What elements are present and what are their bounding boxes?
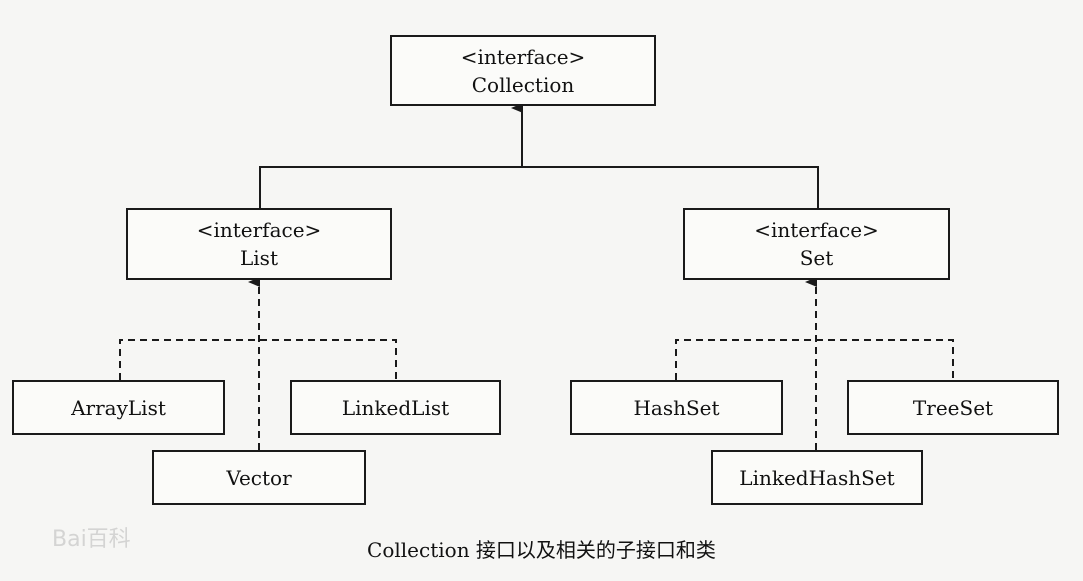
- node-linkedlist: LinkedList: [290, 380, 501, 435]
- node-list-name: List: [240, 246, 278, 270]
- node-linkedhashset-name: LinkedHashSet: [739, 465, 895, 490]
- edge-list-branch: [119, 339, 397, 380]
- node-set: <interface> Set: [683, 208, 950, 280]
- node-set-stereotype: <interface>: [754, 218, 879, 242]
- node-linkedlist-name: LinkedList: [341, 395, 450, 420]
- node-arraylist: ArrayList: [12, 380, 225, 435]
- edge-set-branch: [675, 339, 954, 380]
- baidu-watermark: Bai百科: [52, 527, 131, 552]
- node-list-stereotype: <interface>: [196, 218, 322, 242]
- edge-collection-branch: [259, 166, 819, 208]
- node-treeset-name: TreeSet: [912, 395, 994, 420]
- node-hashset: HashSet: [570, 380, 783, 435]
- node-set-name: Set: [799, 246, 834, 270]
- node-hashset-name: HashSet: [633, 395, 720, 420]
- node-collection-stereotype: <interface>: [460, 44, 586, 69]
- node-arraylist-name: ArrayList: [71, 395, 166, 420]
- node-collection-name: Collection: [471, 72, 575, 97]
- node-vector-name: Vector: [226, 465, 292, 490]
- node-treeset: TreeSet: [847, 380, 1059, 435]
- node-vector: Vector: [152, 450, 366, 505]
- node-collection: <interface> Collection: [390, 35, 656, 106]
- node-list: <interface> List: [126, 208, 392, 280]
- diagram-caption: Collection 接口以及相关的子接口和类: [367, 538, 716, 562]
- node-linkedhashset: LinkedHashSet: [711, 450, 923, 505]
